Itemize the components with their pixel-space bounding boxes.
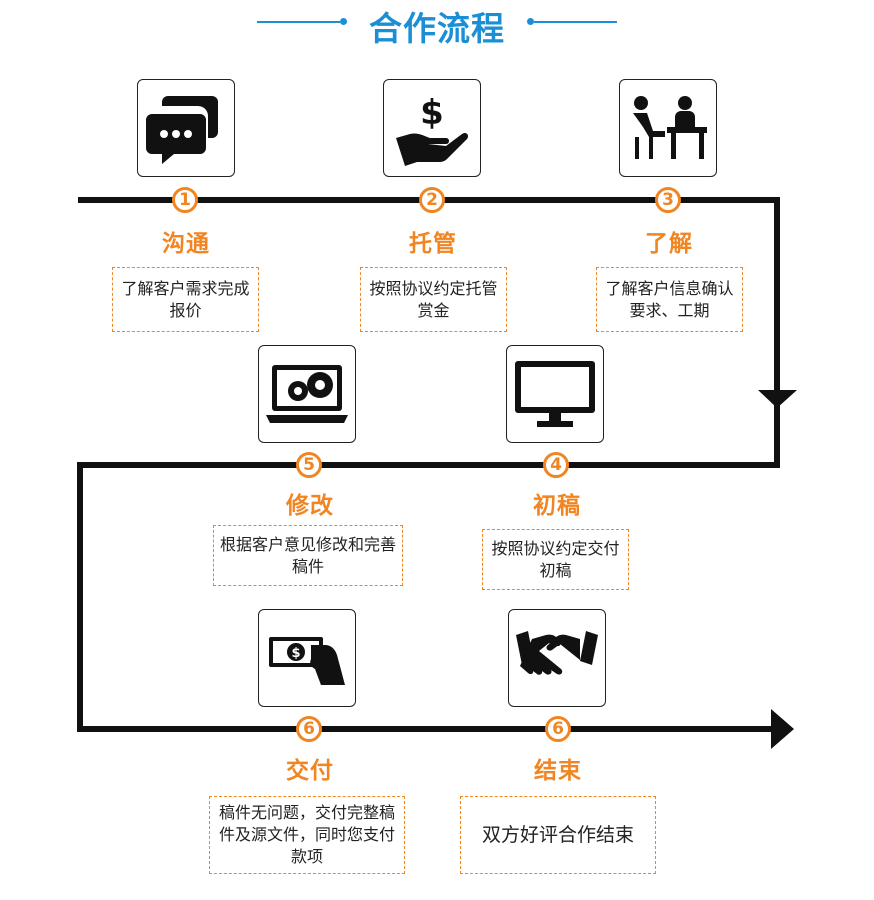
svg-text:$: $ (420, 93, 444, 133)
page-title: 合作流程 (369, 9, 505, 48)
step-3-icon-box (619, 79, 717, 177)
step-7-icon-box (508, 609, 606, 707)
step-2-desc: 按照协议约定托管赏金 (360, 267, 507, 332)
step-5-number: 5 (296, 452, 322, 478)
cash-payment-icon: $ (269, 637, 345, 685)
handshake-icon (516, 631, 598, 675)
step-5-desc: 根据客户意见修改和完善稿件 (213, 525, 403, 586)
title-right-line (534, 21, 617, 23)
step-4-title: 初稿 (533, 493, 581, 519)
svg-text:$: $ (291, 646, 300, 661)
title-right-dot (527, 18, 534, 25)
step-3-title: 了解 (645, 231, 693, 257)
step-6-desc: 稿件无问题，交付完整稿件及源文件，同时您支付款项 (209, 796, 405, 874)
title-left-dot (340, 18, 347, 25)
chat-bubbles-icon (146, 96, 218, 164)
step-1-icon-box (137, 79, 235, 177)
step-2-title: 托管 (409, 231, 457, 257)
step-2-number: 2 (419, 187, 445, 213)
step-2-icon-box: $ (383, 79, 481, 177)
header: 合作流程 (0, 0, 874, 48)
money-hand-icon: $ (396, 93, 469, 166)
step-1-desc: 了解客户需求完成报价 (112, 267, 259, 332)
step-7-title: 结束 (534, 758, 582, 784)
meeting-desk-icon (633, 96, 707, 159)
step-5-title: 修改 (286, 493, 334, 519)
step-4-desc: 按照协议约定交付初稿 (482, 529, 629, 590)
step-7-number: 6 (545, 716, 571, 742)
monitor-icon (515, 361, 595, 427)
step-4-number: 4 (543, 452, 569, 478)
step-4-icon-box (506, 345, 604, 443)
step-3-desc: 了解客户信息确认要求、工期 (596, 267, 743, 332)
step-6-title: 交付 (286, 758, 334, 784)
title-left-line (257, 21, 340, 23)
step-1-title: 沟通 (162, 231, 210, 257)
step-7-desc: 双方好评合作结束 (460, 796, 656, 874)
step-1-number: 1 (172, 187, 198, 213)
laptop-gears-icon (266, 365, 348, 423)
step-3-number: 3 (655, 187, 681, 213)
right-arrow-icon (771, 709, 794, 749)
step-5-icon-box (258, 345, 356, 443)
down-arrow-icon (758, 390, 797, 408)
step-6-icon-box: $ (258, 609, 356, 707)
step-6-number: 6 (296, 716, 322, 742)
